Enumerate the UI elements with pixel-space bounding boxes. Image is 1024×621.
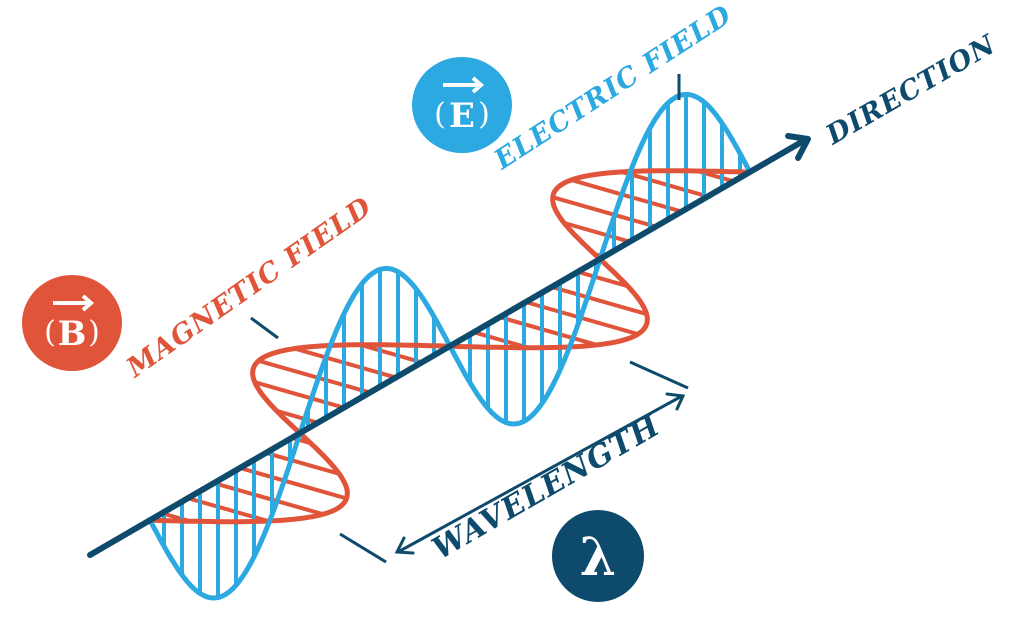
magnetic-hatch-line xyxy=(473,330,529,350)
lambda-symbol-text: λ xyxy=(580,527,616,588)
wavelength-symbol: λ xyxy=(552,510,644,602)
electric-field-label: ELECTRIC FIELD xyxy=(488,0,738,176)
magnetic-field-leader xyxy=(250,316,279,340)
svg-text:(: ( xyxy=(44,315,56,350)
electric-symbol-text: E xyxy=(449,96,475,136)
magnetic-hatch-line xyxy=(254,380,345,410)
magnetic-hatch-line xyxy=(213,481,324,517)
magnetic-hatch-line xyxy=(577,270,629,289)
vector-arrow-icon xyxy=(81,294,95,312)
svg-text:(: ( xyxy=(434,97,446,132)
magnetic-field-symbol: B ( ) xyxy=(22,275,122,371)
magnetic-hatch-line xyxy=(499,315,598,347)
direction-axis xyxy=(87,133,811,558)
wavelength-bracket-right xyxy=(629,360,689,390)
electric-field-hatching xyxy=(162,94,742,598)
svg-text:): ) xyxy=(88,315,100,350)
magnetic-hatch-line xyxy=(239,466,348,501)
magnetic-hatch-line xyxy=(552,195,657,229)
magnetic-hatch-line xyxy=(563,221,631,244)
magnetic-hatch-line xyxy=(621,169,709,199)
magnetic-hatch-line xyxy=(570,178,683,214)
direction-label: DIRECTION xyxy=(820,29,1002,152)
magnetic-field-label: MAGNETIC FIELD xyxy=(120,191,377,384)
vector-arrow-icon xyxy=(471,76,485,94)
magnetic-hatch-line xyxy=(551,285,648,316)
wavelength-double-arrow xyxy=(394,392,686,555)
magnetic-symbol-text: B xyxy=(58,314,87,354)
svg-text:): ) xyxy=(478,97,490,132)
wavelength-bracket-left xyxy=(339,532,387,564)
direction-arrowhead-icon xyxy=(785,133,811,161)
magnetic-hatch-line xyxy=(265,450,340,476)
magnetic-hatch-line xyxy=(276,409,319,425)
electric-field-symbol: E ( ) xyxy=(412,57,512,153)
magnetic-hatch-line xyxy=(359,342,423,365)
magnetic-hatch-line xyxy=(258,358,371,395)
